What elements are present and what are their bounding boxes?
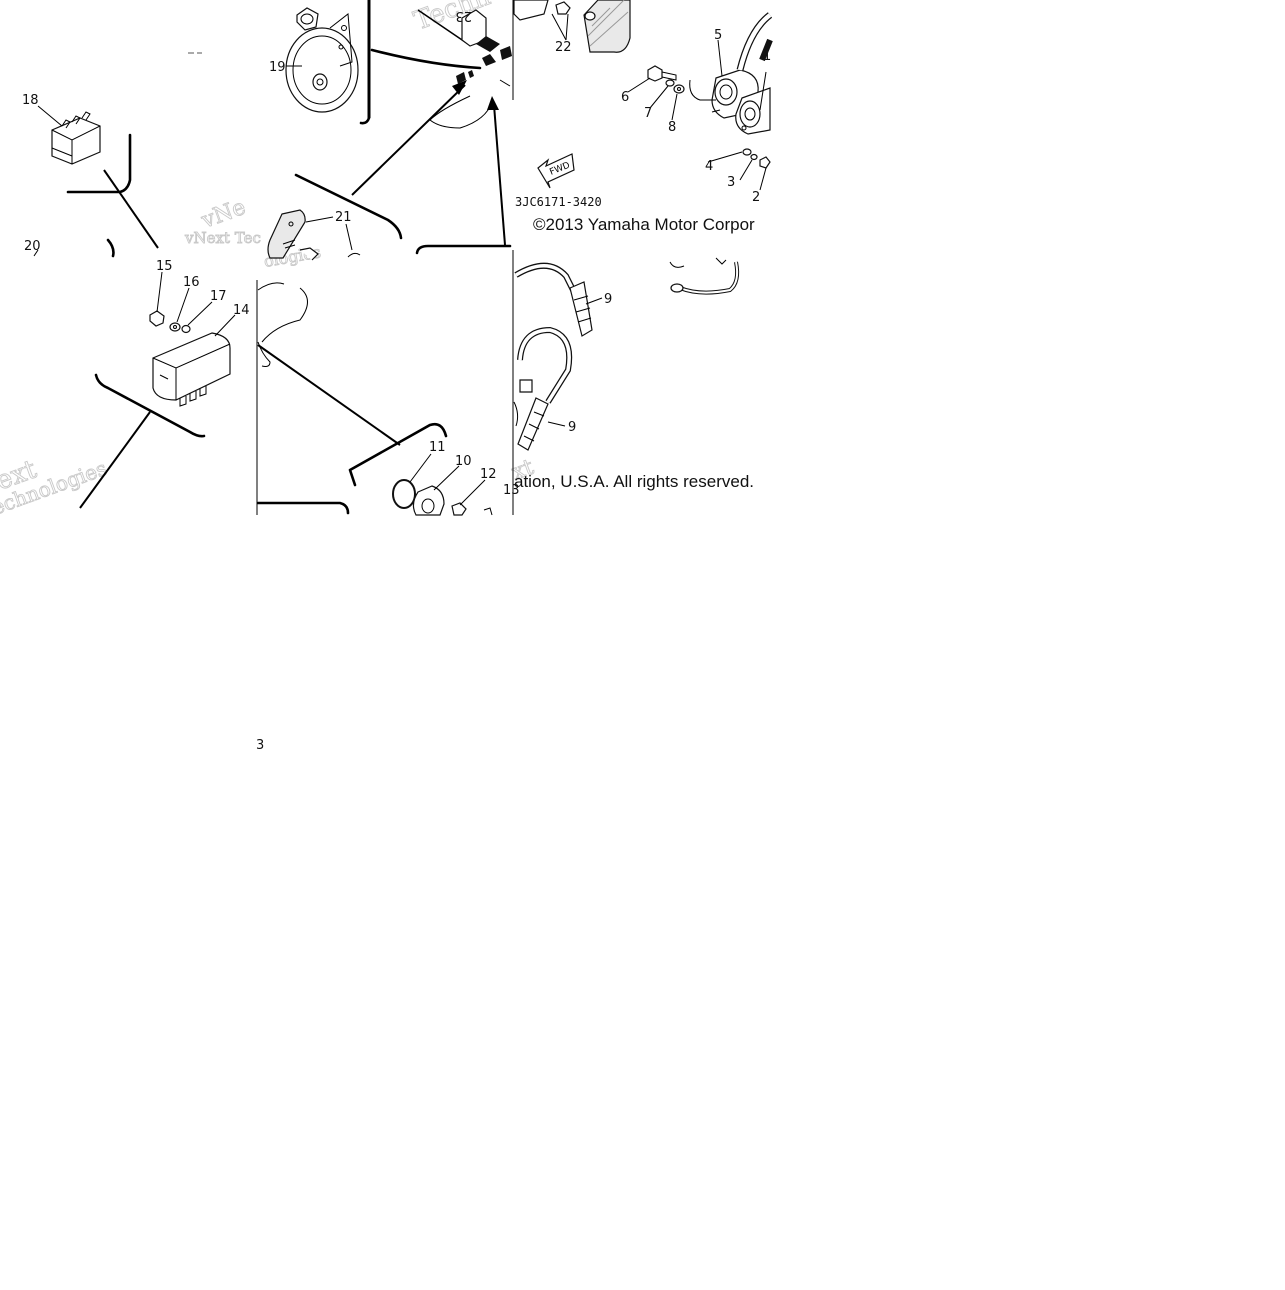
callout-8: 8 [668, 120, 676, 135]
part-cdi-14 [152, 332, 231, 407]
fwd-arrow-icon: FWD [537, 153, 575, 189]
callout-11: 11 [429, 440, 446, 455]
callout-7: 7 [644, 106, 652, 121]
callout-16: 16 [183, 275, 200, 290]
part-ground-lead [669, 257, 740, 295]
callout-12: 12 [480, 467, 497, 482]
callout-21: 21 [335, 210, 352, 225]
callout-9b: 9 [568, 420, 576, 435]
connector-line [370, 48, 482, 70]
callout-18: 18 [22, 93, 39, 108]
bracket [348, 422, 448, 487]
copyright-line-1: ©2013 Yamaha Motor Corpor [533, 215, 755, 234]
bracket [94, 373, 206, 438]
callout-23: 23 [455, 8, 472, 23]
part-screws-2-4 [742, 148, 771, 169]
copyright-line-2: ation, U.S.A. All rights reserved. [514, 472, 754, 491]
part-detail-23 [429, 9, 512, 129]
arrowheads [452, 80, 499, 110]
part-horn-19 [285, 7, 359, 113]
connector-line [257, 344, 401, 446]
callout-9a: 9 [604, 292, 612, 307]
panel-frames [256, 0, 514, 515]
watermark-text: vNext Tec [184, 229, 261, 247]
bracket [415, 244, 512, 255]
part-plug-lead-9a [514, 262, 593, 337]
frame-corner [359, 116, 371, 125]
bracket [294, 173, 403, 240]
part-hardware-15-17 [149, 310, 191, 334]
callout-15: 15 [156, 259, 173, 274]
connector-line [351, 84, 466, 196]
misc-wire-stubs [257, 282, 308, 367]
connector-line [493, 104, 506, 246]
part-plate-22 [513, 0, 631, 53]
part-relay-18 [51, 111, 101, 165]
callout-labels: 18 19 20 15 16 17 14 21 23 22 5 1 6 7 8 … [22, 8, 771, 498]
part-oring-11 [392, 479, 416, 509]
callout-4: 4 [705, 159, 713, 174]
callout-5: 5 [714, 28, 722, 43]
connector-line [103, 169, 159, 249]
bracket [106, 238, 115, 258]
bracket-shapes [66, 133, 512, 515]
callout-10: 10 [455, 454, 472, 469]
callout-13: 13 [503, 483, 520, 498]
callout-20: 20 [24, 239, 41, 254]
drawing-code: 3JC6171-3420 [515, 195, 602, 209]
stray-mark: 3 [256, 738, 264, 753]
bracket [256, 501, 350, 515]
callout-22: 22 [555, 40, 572, 55]
part-bolt-6-8 [647, 65, 685, 94]
leader-lines [33, 13, 767, 506]
part-bracket-21 [267, 209, 361, 261]
connector-lines [79, 9, 506, 509]
callout-2: 2 [752, 190, 760, 205]
callout-19: 19 [269, 60, 286, 75]
part-sensor-10 [412, 485, 493, 516]
connector-line [79, 411, 151, 509]
callout-14: 14 [233, 303, 250, 318]
callout-6: 6 [621, 90, 629, 105]
arrow-head [452, 80, 467, 95]
callout-17: 17 [210, 289, 227, 304]
connector-line [417, 9, 469, 45]
callout-3: 3 [727, 175, 735, 190]
part-plug-lead-9b [513, 326, 573, 451]
callout-1: 1 [763, 49, 771, 64]
